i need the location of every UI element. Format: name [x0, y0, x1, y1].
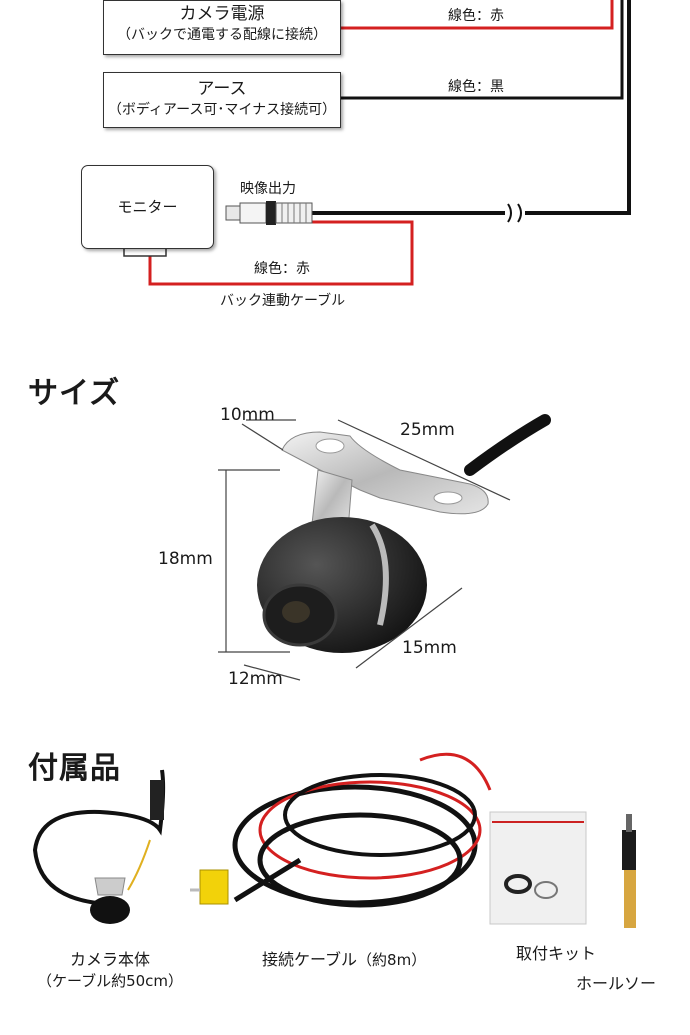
wiring-lines [123, 0, 631, 286]
accessory-camera-body-note: （ケーブル約50cm） [36, 972, 184, 990]
dim-top-right: 25mm [400, 420, 455, 440]
dim-top-left: 10mm [220, 405, 275, 425]
size-heading: サイズ [28, 376, 121, 411]
reverse-cable-label: バック連動ケーブル [220, 293, 346, 309]
camera-power-wire-label: 線色：赤 [448, 8, 504, 24]
reverse-wire-label: 線色：赤 [254, 261, 310, 277]
camera-power-title: カメラ電源 [179, 4, 265, 24]
monitor-label: モニター [117, 198, 178, 216]
dim-height: 18mm [158, 549, 213, 569]
mounting-kit-icon [489, 811, 587, 925]
video-output-label: 映像出力 [240, 181, 296, 197]
accessory-camera-body-name: カメラ本体 [69, 950, 150, 969]
camera-size-illustration [218, 414, 551, 681]
camera-power-subtitle: （バックで通電する配線に接続） [117, 27, 327, 43]
accessory-hole-saw: ホールソー [576, 974, 657, 993]
ground-box: アース （ボディアース可･マイナス接続可） [103, 72, 341, 128]
accessories-heading: 付属品 [28, 751, 121, 786]
ground-title: アース [197, 79, 247, 99]
accessory-connection-cable-name: 接続ケーブル [262, 950, 358, 969]
camera-body-icon [32, 769, 166, 924]
rca-plug-icon [225, 201, 313, 225]
dim-bottom-left: 12mm [228, 669, 283, 689]
accessory-connection-cable: 接続ケーブル（約8m） [262, 946, 426, 970]
accessory-connection-cable-note: （約8m） [357, 951, 427, 969]
connection-cable-icon [190, 752, 492, 908]
camera-power-box: カメラ電源 （バックで通電する配線に接続） [103, 0, 341, 55]
hole-saw-icon [622, 814, 636, 928]
dim-bottom-right: 15mm [402, 638, 457, 658]
ground-wire-label: 線色：黒 [448, 79, 504, 95]
accessory-mounting-kit: 取付キット [516, 944, 597, 963]
monitor-box: モニター [81, 165, 214, 249]
ground-subtitle: （ボディアース可･マイナス接続可） [107, 102, 337, 118]
accessory-camera-body: カメラ本体 （ケーブル約50cm） [20, 946, 200, 991]
